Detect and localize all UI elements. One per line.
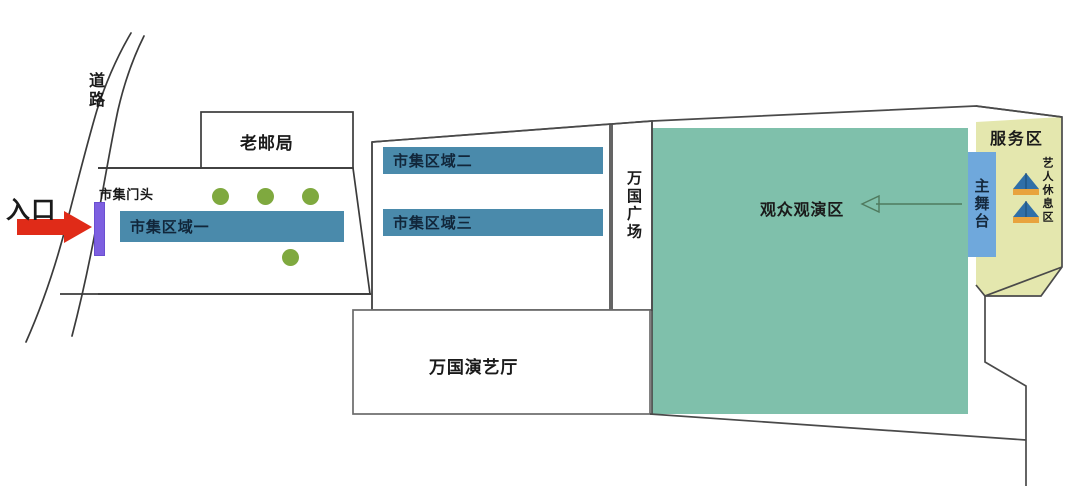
artist-rest-area-label: 艺人休息区 bbox=[1041, 157, 1054, 225]
wanguo-theater-outline bbox=[352, 309, 651, 415]
old-post-office-label: 老邮局 bbox=[240, 134, 294, 154]
tree-dot-icon bbox=[282, 249, 299, 266]
tree-dot-icon bbox=[302, 188, 319, 205]
market-gate-label: 市集门头 bbox=[99, 188, 154, 203]
tree-dot-icon bbox=[212, 188, 229, 205]
wanguo-theater-label: 万国演艺厅 bbox=[429, 358, 519, 378]
wanguo-plaza-label: 万国广场 bbox=[625, 170, 643, 241]
audience-area-fill bbox=[652, 128, 968, 414]
audience-area-label: 观众观演区 bbox=[760, 200, 845, 219]
tent-icon bbox=[1013, 173, 1039, 195]
old-post-office-outline bbox=[200, 111, 354, 169]
service-area-label: 服务区 bbox=[990, 129, 1044, 148]
market-zone-3-label: 市集区域三 bbox=[393, 214, 473, 232]
market-zone-1-label: 市集区域一 bbox=[130, 218, 210, 236]
market-gate-marker bbox=[94, 202, 105, 256]
main-stage-label: 主舞台 bbox=[972, 178, 991, 231]
main-stage[interactable]: 主舞台 bbox=[968, 152, 996, 257]
road-label: 道路 bbox=[86, 72, 105, 110]
tree-dot-icon bbox=[257, 188, 274, 205]
market-zone-2[interactable]: 市集区域二 bbox=[383, 147, 603, 174]
service-area-outline bbox=[975, 105, 1063, 297]
market-zone-2-label: 市集区域二 bbox=[393, 152, 473, 170]
market-zone-3[interactable]: 市集区域三 bbox=[383, 209, 603, 236]
service-area-fill bbox=[976, 117, 1062, 296]
market-zone-1[interactable]: 市集区域一 bbox=[120, 211, 344, 242]
sightline-arrow-icon bbox=[860, 194, 962, 214]
entrance-label: 入口 bbox=[6, 196, 57, 224]
site-right-boundary bbox=[984, 266, 1063, 486]
entrance-arrow-icon bbox=[17, 211, 92, 243]
site-bottom-boundary bbox=[649, 413, 1027, 441]
road-left-edge bbox=[25, 32, 132, 343]
tent-icon bbox=[1013, 201, 1039, 223]
